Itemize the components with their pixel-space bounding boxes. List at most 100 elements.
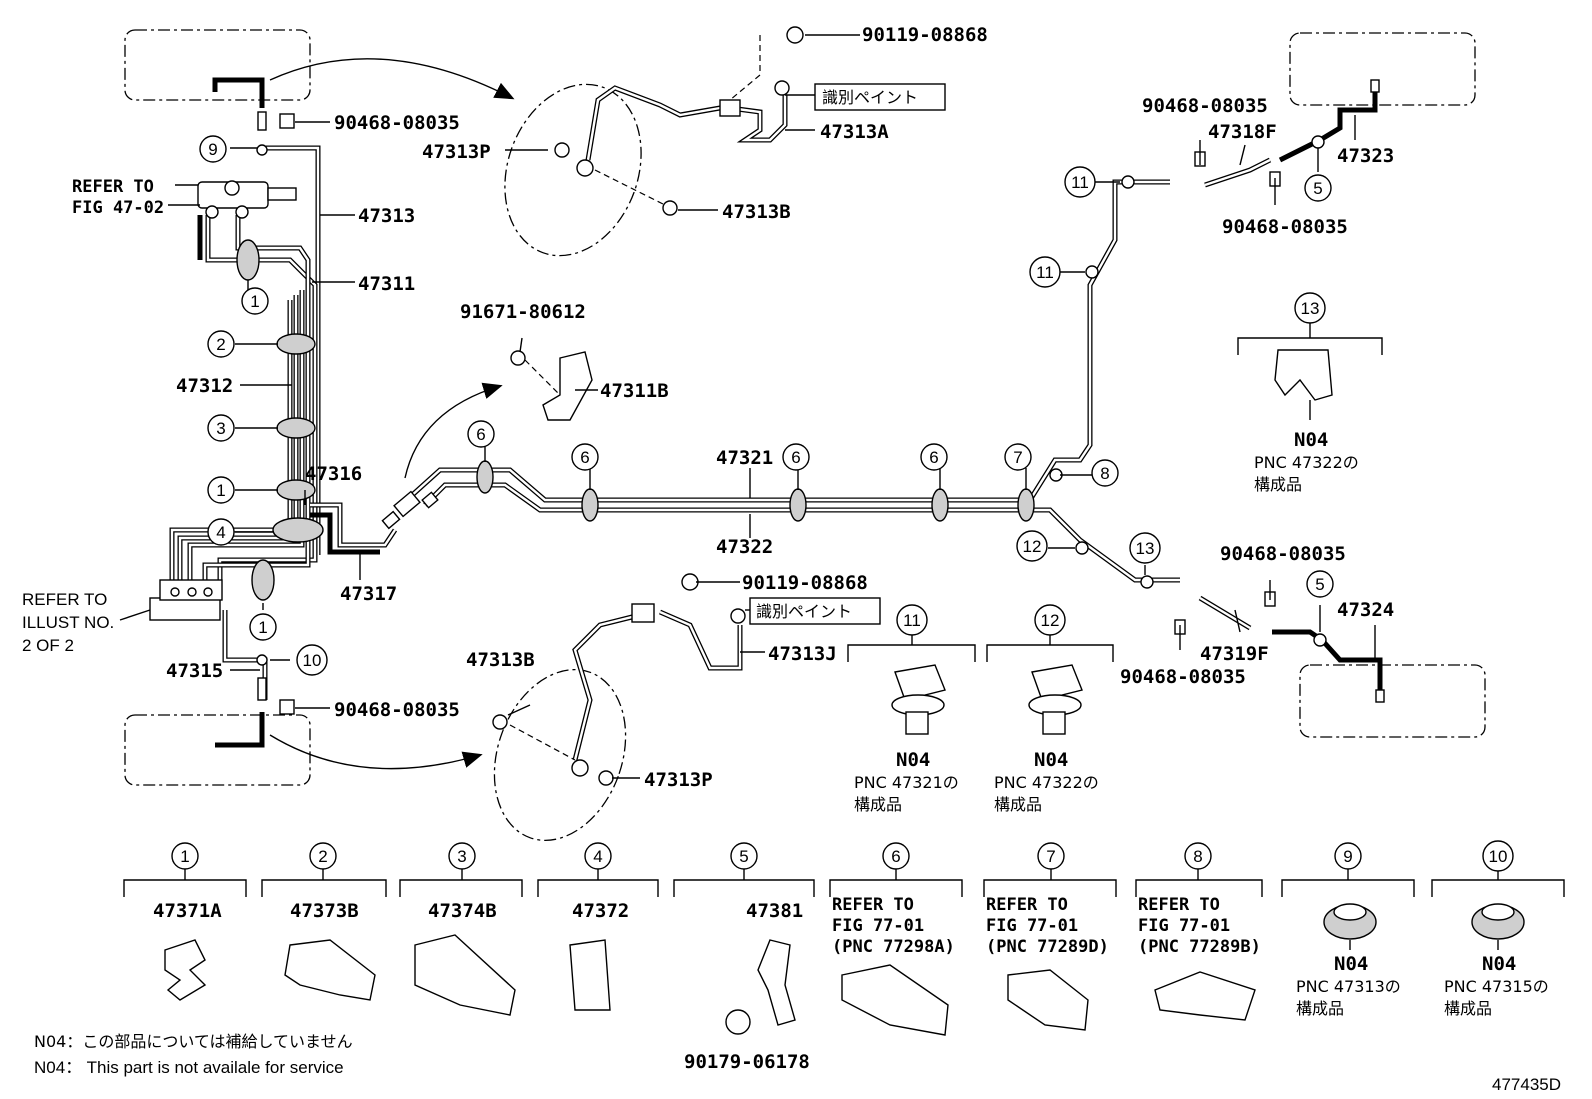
detail-ellipse-rear xyxy=(493,668,627,842)
callout-4: 4 xyxy=(207,518,235,546)
wheel-reference-box-rear-right xyxy=(1299,664,1486,738)
clip-11-note-line1: PNC 47321の xyxy=(854,773,959,792)
clip-inset-11: 11 N04 PNC 47321の 構成品 xyxy=(847,604,976,814)
callout-5-a: 5 xyxy=(1304,174,1332,202)
callout-1-a: 1 xyxy=(241,287,269,315)
flow-arrow-mid xyxy=(404,382,503,479)
callout-7: 7 xyxy=(1004,443,1032,471)
abs-actuator xyxy=(149,579,223,621)
callout-6-c: 6 xyxy=(782,443,810,471)
svg-text:5: 5 xyxy=(1313,179,1322,198)
svg-text:構成品: 構成品 xyxy=(1444,999,1492,1018)
svg-text:47381: 47381 xyxy=(746,900,803,922)
svg-text:8: 8 xyxy=(1100,464,1109,483)
clip-12-note-line1: PNC 47322の xyxy=(994,773,1099,792)
bottom-grommet-10: 10 N04 PNC 47315の 構成品 xyxy=(1431,840,1565,1018)
callout-8: 8 xyxy=(1091,459,1119,487)
bottom-clamp-6: 6 REFER TO FIG 77-01 (PNC 77298A) xyxy=(829,842,963,1036)
svg-text:N04: N04 xyxy=(1482,953,1516,975)
clip-12-note-code: N04 xyxy=(1034,749,1068,771)
paint-mark-tag-rear: 識別ペイント xyxy=(749,597,881,625)
label-47322: 47322 xyxy=(716,536,773,558)
clip-12-note-line2: 構成品 xyxy=(994,795,1042,814)
label-47313B-low: 47313B xyxy=(466,649,535,671)
svg-text:2: 2 xyxy=(318,847,327,866)
label-47313P-low: 47313P xyxy=(644,769,713,791)
svg-text:5: 5 xyxy=(739,847,748,866)
rear-hose-detail xyxy=(492,573,746,786)
svg-text:8: 8 xyxy=(1193,847,1202,866)
svg-text:3: 3 xyxy=(457,847,466,866)
svg-text:47374B: 47374B xyxy=(428,900,497,922)
svg-text:構成品: 構成品 xyxy=(1296,999,1344,1018)
svg-text:13: 13 xyxy=(1136,539,1155,558)
callout-11-b: 11 xyxy=(1029,256,1061,288)
note-english: N04： This part is not availale for servi… xyxy=(34,1058,344,1077)
bottom-grommet-9: 9 N04 PNC 47313の 構成品 xyxy=(1281,842,1415,1018)
label-47313J: 47313J xyxy=(768,643,837,665)
svg-text:FIG 77-01: FIG 77-01 xyxy=(986,916,1078,936)
clip-13-note-line1: PNC 47322の xyxy=(1254,453,1359,472)
wheel-reference-box-rear-left xyxy=(124,714,311,786)
svg-text:3: 3 xyxy=(216,419,225,438)
svg-text:REFER TO: REFER TO xyxy=(986,895,1068,915)
svg-text:12: 12 xyxy=(1041,611,1060,630)
clip-11-note-line2: 構成品 xyxy=(854,795,902,814)
bracket-47311B xyxy=(510,350,593,421)
label-47323: 47323 xyxy=(1337,145,1394,167)
label-47317: 47317 xyxy=(340,583,397,605)
clip-13-note-code: N04 xyxy=(1294,429,1328,451)
label-47311B: 47311B xyxy=(600,380,669,402)
svg-text:7: 7 xyxy=(1013,448,1022,467)
bottom-clamp-4: 4 47372 xyxy=(537,842,659,1011)
callout-5-b: 5 xyxy=(1306,570,1334,598)
svg-text:11: 11 xyxy=(903,611,921,630)
svg-text:7: 7 xyxy=(1046,847,1055,866)
svg-text:(PNC 77298A): (PNC 77298A) xyxy=(832,937,955,957)
svg-text:11: 11 xyxy=(1036,263,1054,282)
label-90468-08035-b: 90468-08035 xyxy=(334,699,460,721)
bottom-clamp-8: 8 REFER TO FIG 77-01 (PNC 77289B) xyxy=(1135,842,1263,1021)
label-90468-08035-a: 90468-08035 xyxy=(334,112,460,134)
svg-text:5: 5 xyxy=(1315,575,1324,594)
label-47313P-top: 47313P xyxy=(422,141,491,163)
master-cylinder xyxy=(197,180,297,219)
svg-text:(PNC 77289B): (PNC 77289B) xyxy=(1138,937,1261,957)
label-47324: 47324 xyxy=(1337,599,1394,621)
svg-text:識別ペイント: 識別ペイント xyxy=(756,602,852,621)
svg-text:9: 9 xyxy=(1343,847,1352,866)
refer-fig-47-02-line2: FIG 47-02 xyxy=(72,198,164,218)
label-91671-80612: 91671-80612 xyxy=(460,301,586,323)
svg-text:REFER TO: REFER TO xyxy=(1138,895,1220,915)
refer-illust-line2: ILLUST NO. xyxy=(22,613,114,632)
label-47316: 47316 xyxy=(305,463,362,485)
label-47321: 47321 xyxy=(716,447,773,469)
svg-text:10: 10 xyxy=(1489,847,1508,866)
bottom-clamp-7: 7 REFER TO FIG 77-01 (PNC 77289D) xyxy=(983,842,1117,1031)
label-47313A: 47313A xyxy=(820,121,889,143)
left-pipe-bundle xyxy=(169,145,398,700)
drawing-number: 477435D xyxy=(1492,1075,1561,1094)
svg-text:9: 9 xyxy=(208,140,217,159)
svg-text:FIG 77-01: FIG 77-01 xyxy=(832,916,924,936)
clip-13-note-line2: 構成品 xyxy=(1254,475,1302,494)
detail-ellipse-front xyxy=(504,83,642,257)
flow-arrow-front xyxy=(269,58,515,100)
flow-arrow-rear xyxy=(269,734,483,770)
svg-text:6: 6 xyxy=(791,448,800,467)
svg-text:13: 13 xyxy=(1301,299,1320,318)
svg-text:FIG 77-01: FIG 77-01 xyxy=(1138,916,1230,936)
svg-text:1: 1 xyxy=(258,618,267,637)
refer-fig-47-02-line1: REFER TO xyxy=(72,177,154,197)
refer-illust-line1: REFER TO xyxy=(22,590,107,609)
callout-1-c: 1 xyxy=(249,613,277,641)
callout-12: 12 xyxy=(1016,530,1048,562)
svg-text:識別ペイント: 識別ペイント xyxy=(822,88,918,107)
label-90119-08868-top: 90119-08868 xyxy=(862,24,988,46)
callout-1-b: 1 xyxy=(207,476,235,504)
wheel-reference-box-front-left xyxy=(124,29,311,101)
svg-text:47373B: 47373B xyxy=(290,900,359,922)
svg-text:90179-06178: 90179-06178 xyxy=(684,1051,810,1073)
svg-text:1: 1 xyxy=(250,292,259,311)
